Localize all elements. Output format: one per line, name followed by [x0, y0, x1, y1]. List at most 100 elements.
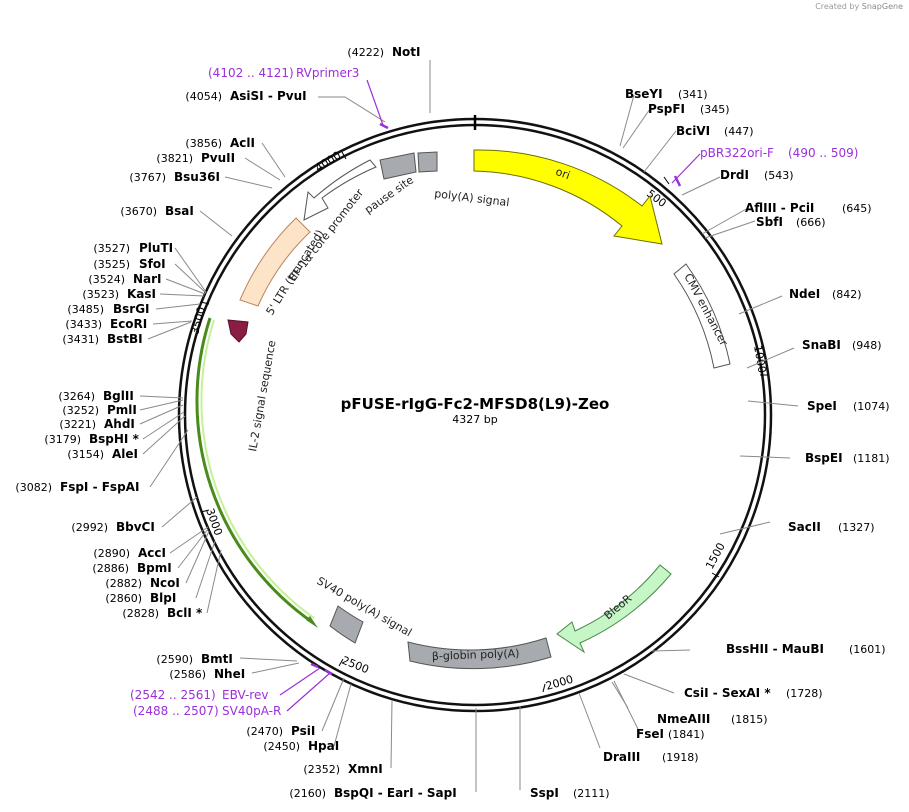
site-pos-bsu36i: (3767): [129, 171, 166, 184]
beta-globin-polya-label: β-globin poly(A): [432, 647, 520, 663]
site-name-sacii: SacII: [788, 520, 821, 534]
sv40-polya-label: SV40 poly(A) signal: [315, 574, 415, 639]
snapgene-credit: Created by SnapGene: [815, 2, 903, 11]
site-pos-spei: (1074): [853, 400, 890, 413]
site-pos-bsshii: (1601): [849, 643, 886, 656]
pause-site-label: pause site: [362, 173, 416, 216]
site-pos-acci: (2890): [93, 547, 130, 560]
site-name-blpi: BlpI: [150, 591, 176, 605]
primer-name-rvprimer3: RVprimer3: [296, 66, 359, 80]
primer-connectors: [279, 79, 701, 712]
site-pos-ncoi: (2882): [105, 577, 142, 590]
ori-feature[interactable]: [473, 149, 663, 245]
site-pos-drdi: (543): [764, 169, 794, 182]
site-pos-sacii: (1327): [838, 521, 875, 534]
tick-1000: 1000: [751, 344, 769, 374]
plasmid-size: 4327 bp: [452, 413, 497, 426]
beta-globin-polya-feature[interactable]: [407, 637, 552, 670]
il2-signal-label: IL-2 signal sequence: [246, 339, 278, 452]
site-name-pspfi: PspFI: [648, 102, 685, 116]
site-pos-fsei: (1841): [668, 728, 705, 741]
site-name-noti: NotI: [392, 45, 421, 59]
site-name-psii: PsiI: [291, 724, 315, 738]
tick-1500: 1500: [703, 541, 728, 572]
site-name-fsei: FseI: [636, 727, 664, 741]
site-pos-bsrgi: (3485): [67, 303, 104, 316]
pause-site-feature[interactable]: [379, 152, 417, 180]
site-pos-nmeaiii: (1815): [731, 713, 768, 726]
site-pos-kasi: (3523): [82, 288, 119, 301]
site-pos-snabi: (948): [852, 339, 882, 352]
site-name-bsrgi: BsrGI: [113, 302, 150, 316]
site-name-pluti: PluTI: [139, 241, 173, 255]
bleor-feature[interactable]: [556, 564, 672, 654]
ltr-feature[interactable]: [239, 217, 311, 307]
plasmid-name: pFUSE-rIgG-Fc2-MFSD8(L9)-Zeo: [341, 395, 610, 413]
polya-signal-label: poly(A) signal: [434, 187, 510, 209]
site-pos-bspei: (1181): [853, 452, 890, 465]
site-name-csii: CsiI - SexAI *: [684, 686, 771, 700]
site-name-snabi: SnaBI: [802, 338, 841, 352]
insert-arc-arrowhead: [306, 616, 318, 628]
site-pos-bstbi: (3431): [62, 333, 99, 346]
site-pos-bspqi: (2160): [289, 787, 326, 800]
site-name-acli: AclI: [230, 136, 255, 150]
credit-prefix: Created by: [815, 2, 860, 11]
site-pos-blpi: (2860): [105, 592, 142, 605]
primer-name-ebv-rev: EBV-rev: [222, 688, 268, 702]
site-name-bspei: BspEI: [805, 451, 843, 465]
site-name-ndei: NdeI: [789, 287, 820, 301]
primer-range-rvprimer3: (4102 .. 4121): [208, 66, 294, 80]
site-pos-sfoi: (3525): [93, 258, 130, 271]
ef1a-promoter-feature[interactable]: [303, 159, 377, 221]
site-pos-bbvci: (2992): [71, 521, 108, 534]
site-pos-nari: (3524): [88, 273, 125, 286]
site-pos-nhei: (2586): [169, 668, 206, 681]
site-pos-asisi: (4054): [185, 90, 222, 103]
site-name-bbvci: BbvCI: [116, 520, 155, 534]
site-name-acci: AccI: [138, 546, 166, 560]
site-name-xmni: XmnI: [348, 762, 383, 776]
site-name-pvuii: PvuII: [201, 151, 235, 165]
site-name-ncoi: NcoI: [150, 576, 180, 590]
site-name-nari: NarI: [133, 272, 162, 286]
site-name-bsai: BsaI: [165, 204, 194, 218]
polya-signal-feature[interactable]: [417, 151, 438, 173]
site-pos-sbfi: (666): [796, 216, 826, 229]
site-pos-noti: (4222): [347, 46, 384, 59]
site-pos-hpai: (2450): [263, 740, 300, 753]
site-name-sbfi: SbfI: [756, 215, 783, 229]
site-name-draiii: DraIII: [603, 750, 640, 764]
site-pos-pvuii: (3821): [156, 152, 193, 165]
tick-mark-500: [663, 176, 670, 185]
il2-signal-feature[interactable]: [227, 319, 249, 343]
site-name-bmti: BmtI: [201, 652, 233, 666]
site-pos-bpmi: (2886): [92, 562, 129, 575]
site-name-bcivi: BciVI: [676, 124, 710, 138]
site-pos-bglii: (3264): [58, 390, 95, 403]
site-name-afliii: AflIII - PciI: [745, 201, 814, 215]
insert-arc: [195, 317, 313, 624]
site-name-bsu36i: Bsu36I: [174, 170, 220, 184]
site-pos-csii: (1728): [786, 687, 823, 700]
site-pos-psii: (2470): [246, 725, 283, 738]
sv40-polya-feature[interactable]: [329, 605, 364, 644]
site-name-sspi: SspI: [530, 786, 559, 800]
tick-mark-2000: [542, 683, 546, 693]
site-name-kasi: KasI: [127, 287, 156, 301]
site-pos-xmni: (2352): [303, 763, 340, 776]
cmv-enhancer-feature[interactable]: [673, 263, 731, 369]
site-connectors: [139, 60, 799, 792]
site-name-drdi: DrdI: [720, 168, 749, 182]
site-name-alei: AleI: [112, 447, 138, 461]
site-pos-bcivi: (447): [724, 125, 754, 138]
tick-mark-3000: [200, 509, 210, 513]
site-pos-pluti: (3527): [93, 242, 130, 255]
site-name-nmeaiii: NmeAIII: [657, 712, 710, 726]
primer-range-pbr322ori: (490 .. 509): [788, 146, 858, 160]
site-name-bsphi: BspHI *: [89, 432, 140, 446]
site-name-bseyi: BseYI: [625, 87, 663, 101]
primer-range-sv40pa-r: (2488 .. 2507): [133, 704, 219, 718]
tick-mark-1500: [711, 572, 720, 578]
primer-name-sv40pa-r: SV40pA-R: [222, 704, 281, 718]
